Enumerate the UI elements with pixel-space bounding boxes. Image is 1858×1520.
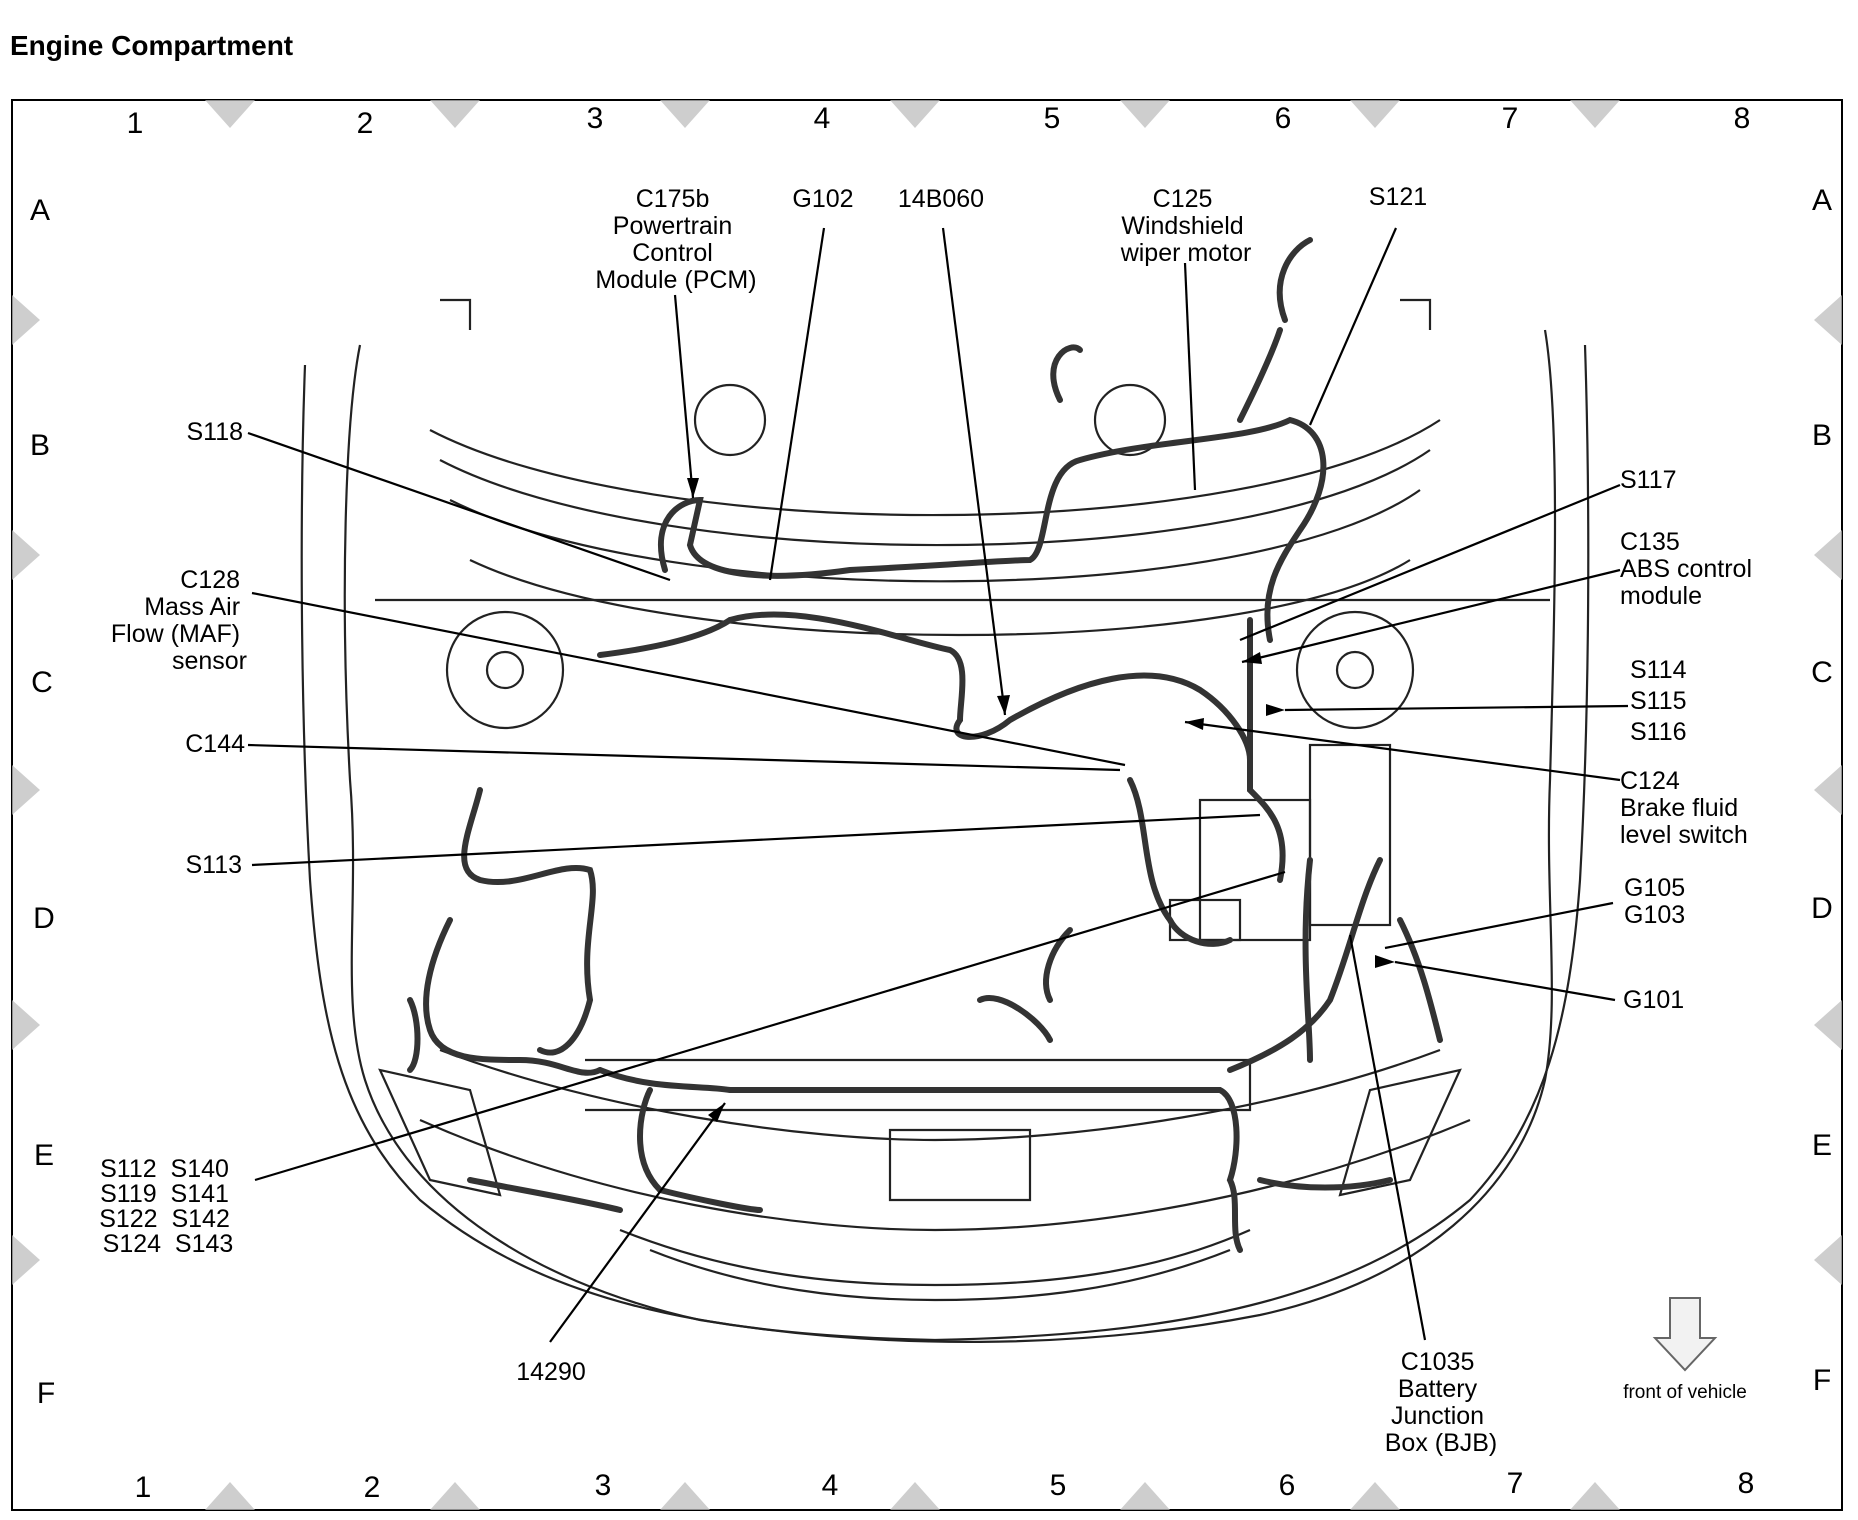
callout-s121: S121 bbox=[1369, 183, 1427, 211]
row-label-right-C: C bbox=[1811, 656, 1833, 689]
callout-s118: S118 bbox=[186, 418, 243, 446]
col-label-top-6: 6 bbox=[1275, 102, 1292, 135]
row-label-left-E: E bbox=[34, 1139, 54, 1172]
col-label-bottom-7: 7 bbox=[1507, 1467, 1524, 1500]
leader-lines bbox=[247, 227, 1629, 1343]
callout-c175b: C175b Powertrain Control Module (PCM) bbox=[595, 185, 756, 294]
callout-splices: S112 S140 S119 S141 S122 S142 S124 S143 bbox=[99, 1155, 237, 1258]
col-label-top-3: 3 bbox=[587, 102, 604, 135]
col-label-top-4: 4 bbox=[814, 102, 831, 135]
col-label-top-8: 8 bbox=[1734, 102, 1751, 135]
row-label-right-B: B bbox=[1812, 419, 1832, 452]
col-label-bottom-2: 2 bbox=[364, 1471, 381, 1504]
callout-s114-s116: S114 S115 S116 bbox=[1630, 656, 1693, 746]
col-label-top-7: 7 bbox=[1502, 102, 1519, 135]
col-label-bottom-6: 6 bbox=[1279, 1469, 1296, 1502]
callout-c128: C128 Mass Air Flow (MAF) sensor bbox=[111, 566, 247, 675]
row-label-left-B: B bbox=[30, 429, 50, 462]
row-label-left-C: C bbox=[31, 666, 53, 699]
grid-labels: 1 2 3 4 5 6 7 8 1 2 3 4 5 6 7 8 A B C D … bbox=[30, 102, 1833, 1504]
callout-14290: 14290 bbox=[516, 1358, 586, 1386]
row-label-right-E: E bbox=[1812, 1129, 1832, 1162]
row-label-right-A: A bbox=[1812, 184, 1832, 217]
callout-c124: C124 Brake fluid level switch bbox=[1620, 767, 1748, 849]
row-label-right-F: F bbox=[1813, 1364, 1831, 1397]
row-label-left-A: A bbox=[30, 194, 50, 227]
grid-markers bbox=[12, 100, 1842, 1510]
col-label-bottom-5: 5 bbox=[1050, 1469, 1067, 1502]
leader-arrows bbox=[687, 478, 1395, 1122]
callout-s113: S113 bbox=[185, 851, 242, 879]
col-label-bottom-1: 1 bbox=[135, 1471, 152, 1504]
wiring-harness bbox=[407, 237, 1443, 1253]
callout-c125: C125 Windshield wiper motor bbox=[1120, 185, 1252, 267]
col-label-top-2: 2 bbox=[357, 107, 374, 140]
col-label-top-5: 5 bbox=[1044, 102, 1061, 135]
callout-g105-g103: G105 G103 bbox=[1624, 874, 1692, 929]
row-label-left-F: F bbox=[37, 1377, 55, 1410]
col-label-bottom-8: 8 bbox=[1738, 1467, 1755, 1500]
callout-c135: C135 ABS control module bbox=[1620, 528, 1759, 610]
callout-s117: S117 bbox=[1620, 466, 1677, 494]
callout-labels: C175b Powertrain Control Module (PCM) G1… bbox=[99, 183, 1759, 1457]
callout-g102: G102 bbox=[792, 185, 853, 213]
col-label-bottom-4: 4 bbox=[822, 1469, 839, 1502]
front-of-vehicle-arrow-icon bbox=[1652, 1297, 1718, 1372]
col-label-bottom-3: 3 bbox=[595, 1469, 612, 1502]
callout-c144: C144 bbox=[185, 730, 245, 758]
row-label-left-D: D bbox=[33, 902, 55, 935]
vehicle-outline bbox=[300, 298, 1590, 1343]
front-of-vehicle-label: front of vehicle bbox=[1623, 1382, 1747, 1403]
callout-c1035: C1035 Battery Junction Box (BJB) bbox=[1385, 1348, 1498, 1457]
page-title: Engine Compartment bbox=[10, 30, 294, 61]
row-label-right-D: D bbox=[1811, 892, 1833, 925]
col-label-top-1: 1 bbox=[127, 107, 144, 140]
callout-14b060: 14B060 bbox=[898, 185, 984, 213]
diagram-frame bbox=[11, 99, 1843, 1511]
callout-g101: G101 bbox=[1623, 986, 1684, 1014]
